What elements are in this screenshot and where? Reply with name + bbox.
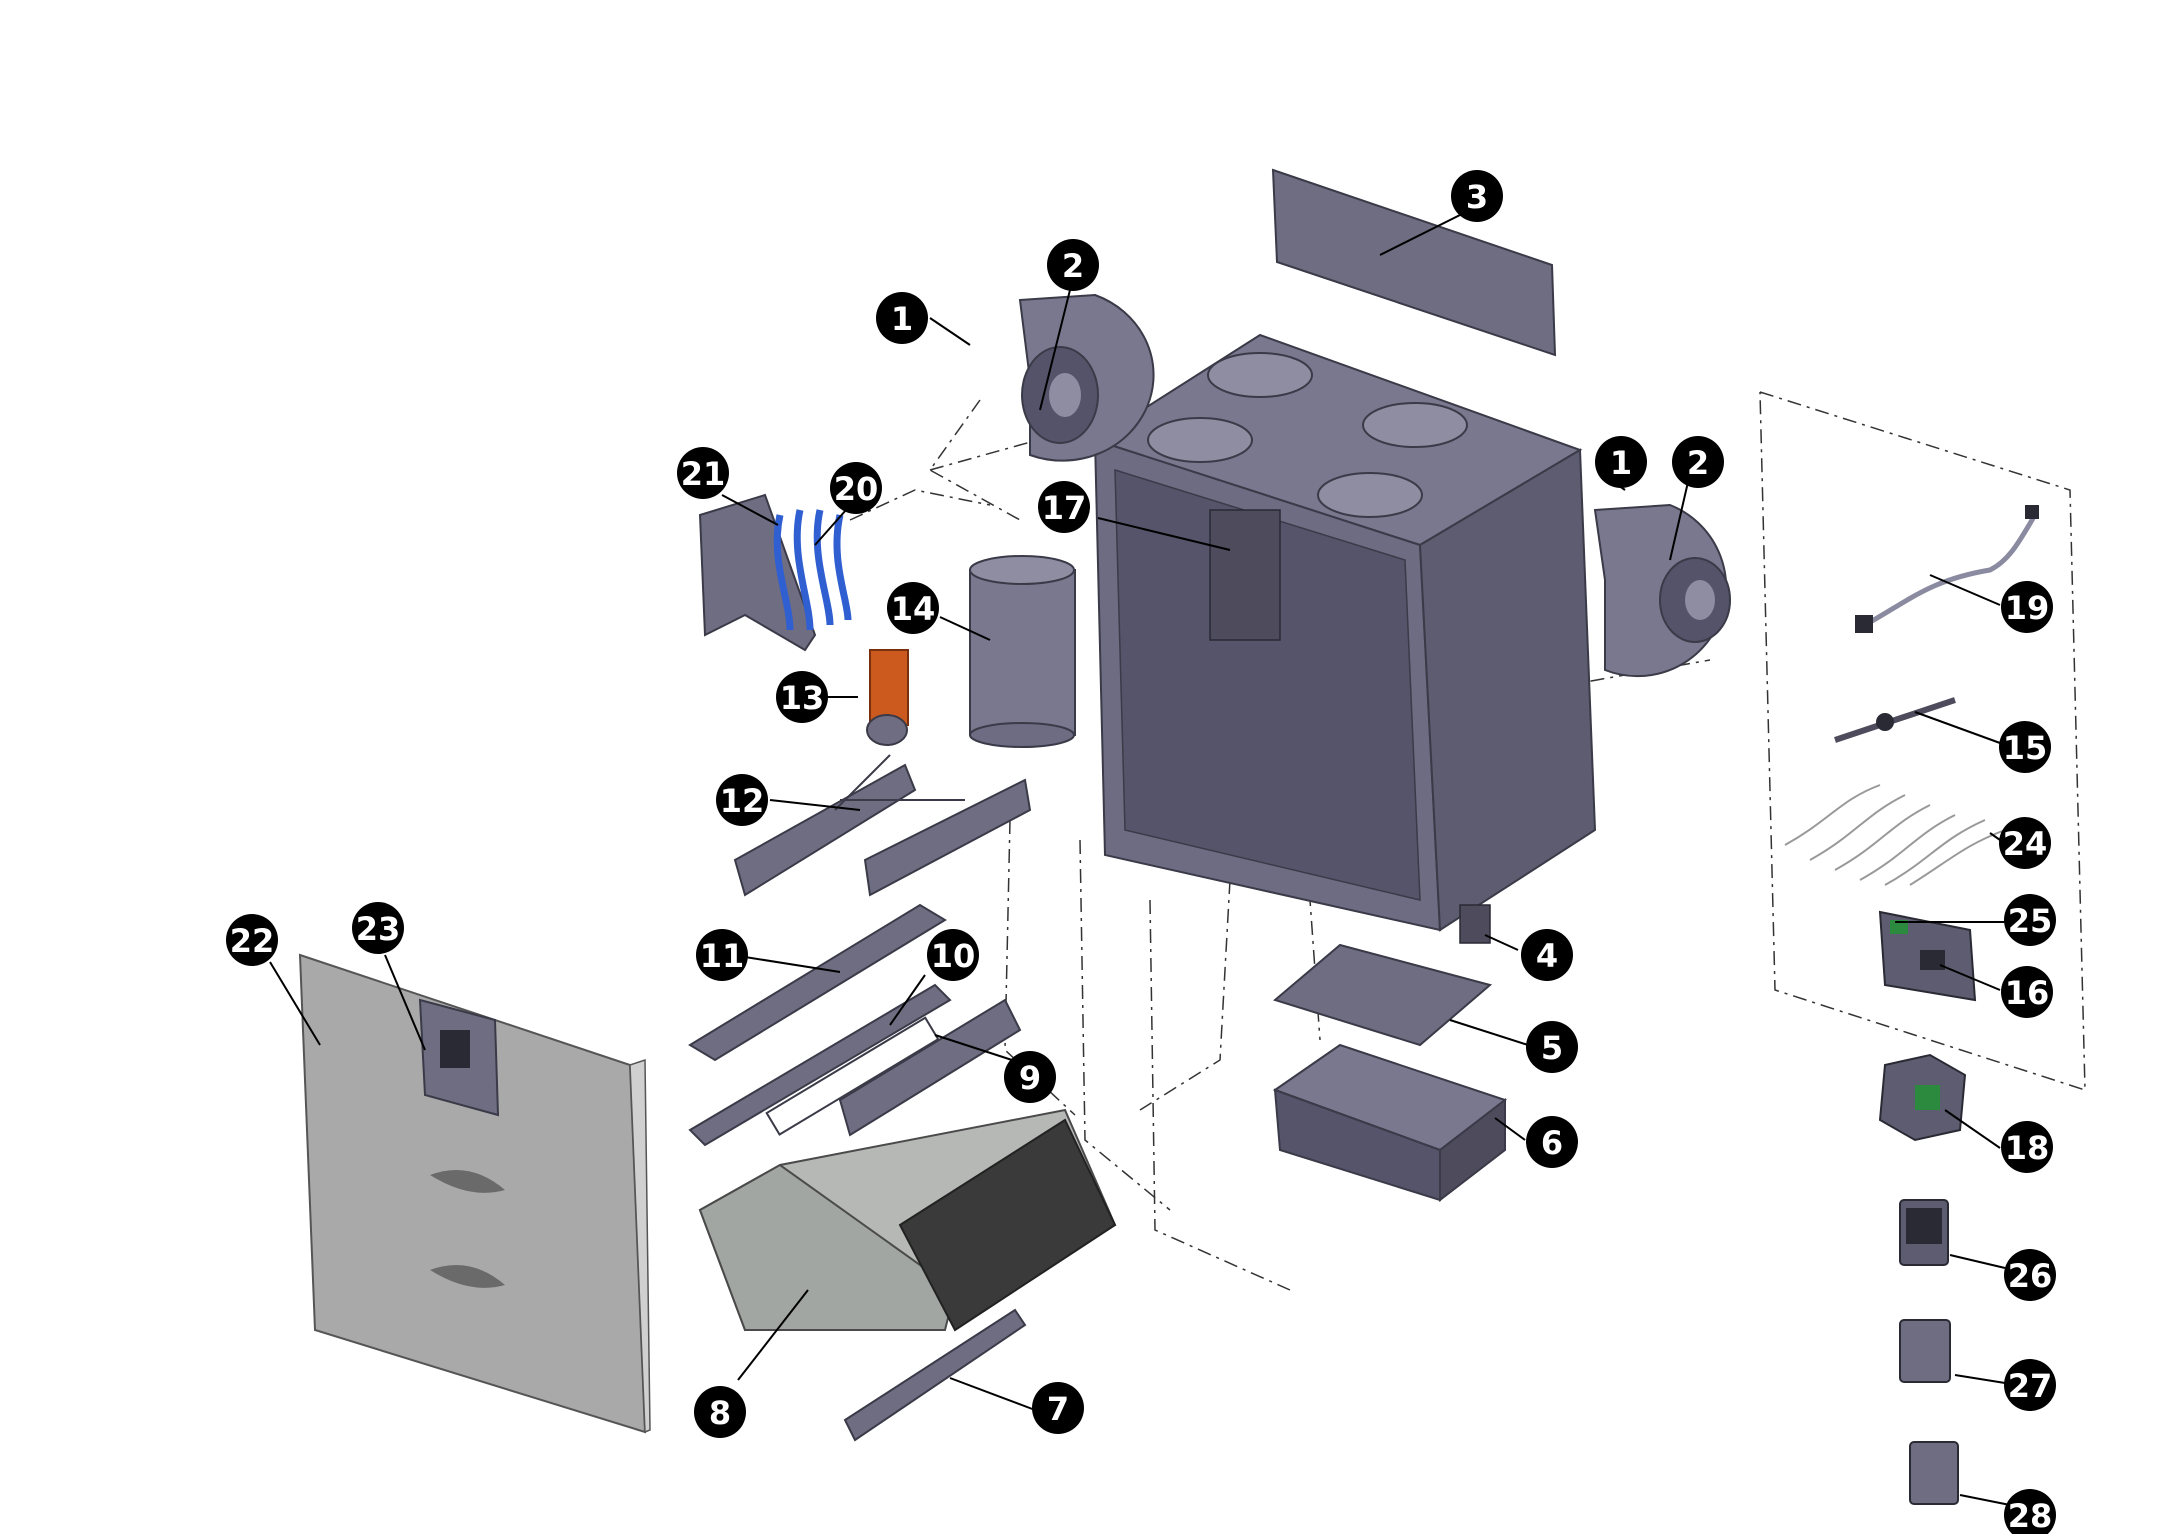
svg-text:7: 7 bbox=[1047, 1390, 1069, 1428]
svg-text:28: 28 bbox=[2008, 1497, 2053, 1534]
filter bbox=[1272, 943, 1493, 1047]
svg-text:26: 26 bbox=[2008, 1257, 2053, 1295]
callout-28: 28 bbox=[2004, 1489, 2056, 1534]
callout-1-left: 1 bbox=[876, 292, 928, 344]
svg-text:12: 12 bbox=[720, 782, 765, 820]
callout-10: 10 bbox=[927, 929, 979, 981]
control-board bbox=[1878, 910, 1977, 1002]
heater-coil bbox=[773, 509, 852, 631]
main-housing bbox=[1092, 333, 1597, 932]
callout-7: 7 bbox=[1032, 1382, 1084, 1434]
callout-25: 25 bbox=[2004, 894, 2056, 946]
svg-text:20: 20 bbox=[834, 470, 879, 508]
callout-8: 8 bbox=[694, 1386, 746, 1438]
leader-lines bbox=[269, 209, 2011, 1506]
svg-text:27: 27 bbox=[2008, 1367, 2053, 1405]
filter-box bbox=[1272, 1043, 1508, 1203]
svg-text:15: 15 bbox=[2003, 729, 2048, 767]
orange-sensor bbox=[866, 649, 909, 746]
bar-9 bbox=[838, 998, 1022, 1137]
controller-27 bbox=[1899, 1319, 1951, 1383]
junction-box bbox=[1878, 1053, 1967, 1142]
svg-text:13: 13 bbox=[780, 679, 825, 717]
svg-text:11: 11 bbox=[700, 937, 745, 975]
callout-27: 27 bbox=[2004, 1359, 2056, 1411]
svg-text:19: 19 bbox=[2005, 589, 2050, 627]
callout-5: 5 bbox=[1526, 1021, 1578, 1073]
control-display-window bbox=[418, 998, 500, 1117]
drip-tray bbox=[733, 754, 1032, 897]
callout-11: 11 bbox=[696, 929, 748, 981]
svg-text:2: 2 bbox=[1687, 444, 1709, 482]
callout-17: 17 bbox=[1038, 481, 1090, 533]
top-plate bbox=[1271, 168, 1557, 357]
svg-text:5: 5 bbox=[1541, 1029, 1563, 1067]
svg-text:1: 1 bbox=[1610, 444, 1632, 482]
callout-12: 12 bbox=[716, 774, 768, 826]
bar-7 bbox=[843, 1308, 1027, 1442]
svg-text:24: 24 bbox=[2003, 825, 2048, 863]
callout-16: 16 bbox=[2001, 966, 2053, 1018]
svg-text:6: 6 bbox=[1541, 1124, 1563, 1162]
front-door-panel bbox=[298, 953, 651, 1434]
svg-text:2: 2 bbox=[1062, 247, 1084, 285]
svg-text:21: 21 bbox=[681, 455, 726, 493]
wire-harness-24 bbox=[1784, 784, 2006, 886]
svg-text:3: 3 bbox=[1466, 178, 1488, 216]
controller-26 bbox=[1899, 1199, 1949, 1266]
svg-text:9: 9 bbox=[1019, 1059, 1041, 1097]
controller-28 bbox=[1909, 1441, 1959, 1505]
callout-19: 19 bbox=[2001, 581, 2053, 633]
heat-exchanger bbox=[698, 1108, 1117, 1332]
svg-text:22: 22 bbox=[230, 922, 275, 960]
rail-11 bbox=[688, 903, 947, 1062]
callout-13: 13 bbox=[776, 671, 828, 723]
callout-3: 3 bbox=[1451, 170, 1503, 222]
svg-text:25: 25 bbox=[2008, 902, 2053, 940]
callout-22: 22 bbox=[226, 914, 278, 966]
svg-text:18: 18 bbox=[2005, 1129, 2050, 1167]
callout-15: 15 bbox=[1999, 721, 2051, 773]
callout-6: 6 bbox=[1526, 1116, 1578, 1168]
slide-10 bbox=[688, 983, 952, 1147]
svg-text:1: 1 bbox=[891, 300, 913, 338]
fan-left bbox=[1018, 293, 1155, 462]
drain-fitting bbox=[1459, 904, 1491, 944]
callout-26: 26 bbox=[2004, 1249, 2056, 1301]
callout-9: 9 bbox=[1004, 1051, 1056, 1103]
callout-24: 24 bbox=[1999, 817, 2051, 869]
part-number-callouts: 1 2 3 1 2 17 21 20 14 13 12 11 10 9 22 2… bbox=[226, 170, 2056, 1534]
callout-23: 23 bbox=[352, 902, 404, 954]
svg-text:23: 23 bbox=[356, 910, 401, 948]
sensor-probe-15 bbox=[1834, 697, 1956, 743]
svg-text:10: 10 bbox=[931, 937, 976, 975]
callout-4: 4 bbox=[1521, 929, 1573, 981]
callout-2-left: 2 bbox=[1047, 239, 1099, 291]
fan-right bbox=[1593, 503, 1731, 678]
cylinder-duct bbox=[969, 555, 1076, 748]
svg-text:14: 14 bbox=[891, 590, 936, 628]
callout-2-right: 2 bbox=[1672, 436, 1724, 488]
callout-14: 14 bbox=[887, 582, 939, 634]
svg-text:17: 17 bbox=[1042, 489, 1087, 527]
callout-18: 18 bbox=[2001, 1121, 2053, 1173]
svg-text:8: 8 bbox=[709, 1394, 731, 1432]
svg-text:4: 4 bbox=[1536, 937, 1558, 975]
callout-1-right: 1 bbox=[1595, 436, 1647, 488]
svg-text:16: 16 bbox=[2005, 974, 2050, 1012]
callout-21: 21 bbox=[677, 447, 729, 499]
cable-19 bbox=[1855, 505, 2039, 633]
callout-20: 20 bbox=[830, 462, 882, 514]
